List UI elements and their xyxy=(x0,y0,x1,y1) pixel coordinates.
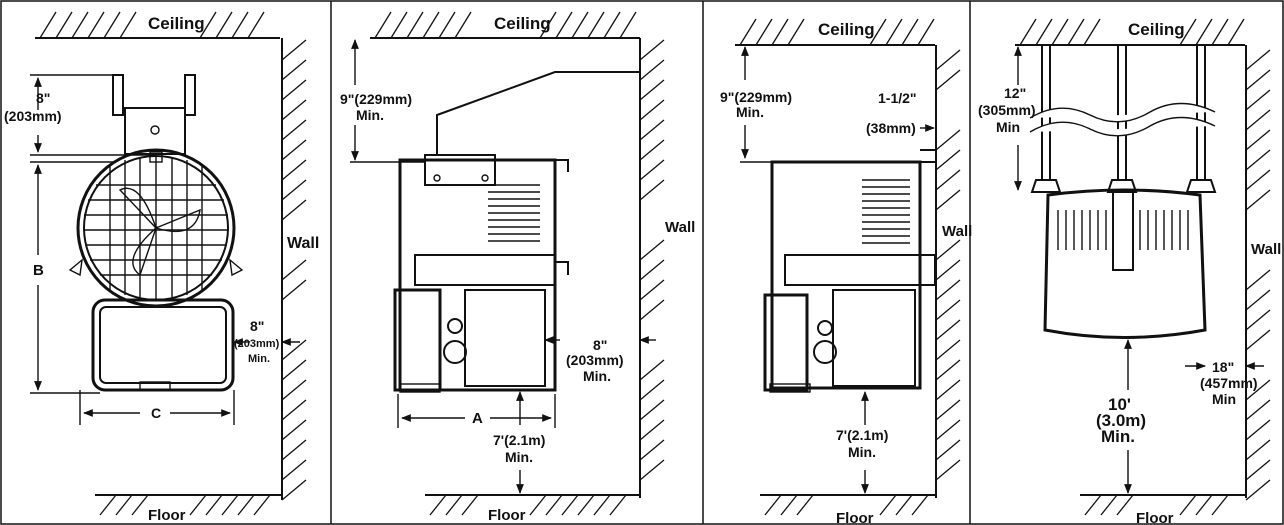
dimensions xyxy=(350,39,656,494)
dimension-b-label: B xyxy=(33,262,44,279)
wall-hatch xyxy=(1245,45,1271,501)
side-clearance-value: 8" xyxy=(593,337,607,353)
dimensions xyxy=(30,74,300,425)
floor-hatch xyxy=(760,494,936,516)
ceiling-hatch xyxy=(370,11,640,39)
ceiling-hatch xyxy=(735,18,935,46)
wall-label: Wall xyxy=(942,223,972,240)
labels: Ceiling Floor Wall 12" (305mm) Min 10' (… xyxy=(978,20,1281,525)
dimensions xyxy=(740,46,935,494)
side-clearance-value: 8" xyxy=(250,318,264,334)
side-clearance-value: 18" xyxy=(1212,359,1234,375)
dimension-c-label: C xyxy=(151,405,161,421)
floor-clearance-value: 7'(2.1m) xyxy=(493,432,545,448)
ceiling-label: Ceiling xyxy=(148,14,205,33)
side-clearance-value: 1-1/2" xyxy=(878,90,917,106)
heater-side xyxy=(763,149,937,393)
floor-clearance-min: Min. xyxy=(848,444,876,460)
wall-label: Wall xyxy=(1251,241,1281,258)
top-clearance-metric: (203mm) xyxy=(4,108,62,124)
floor-clearance-value: 7'(2.1m) xyxy=(836,427,888,443)
heater-front xyxy=(68,74,244,392)
top-clearance-min: Min xyxy=(996,119,1020,135)
side-clearance-metric: (203mm) xyxy=(566,352,624,368)
heater-side xyxy=(393,71,641,393)
labels: Ceiling Floor Wall 9"(229mm) Min. 1-1/2"… xyxy=(720,20,972,525)
wall-label: Wall xyxy=(665,219,695,236)
wall-hatch xyxy=(281,38,307,501)
ceiling-label: Ceiling xyxy=(494,14,551,33)
panel-1-front-view: Ceiling Floor Wall 8" (203mm) B C 8" (20… xyxy=(4,11,319,524)
top-clearance-value: 8" xyxy=(36,90,50,106)
panel-2-side-view: Ceiling Floor Wall 9"(229mm) Min. A 8" (… xyxy=(340,11,695,524)
floor-label: Floor xyxy=(488,507,526,524)
heater-suspended xyxy=(1029,45,1217,339)
top-clearance-min: Min. xyxy=(736,104,764,120)
floor-hatch xyxy=(425,494,640,516)
floor-label: Floor xyxy=(148,507,186,524)
floor-hatch xyxy=(95,494,282,516)
side-clearance-metric: (457mm) xyxy=(1200,375,1258,391)
side-clearance-metric: (203mm) xyxy=(234,338,280,350)
floor-clearance-value: 10' xyxy=(1108,395,1131,414)
floor-clearance-min: Min. xyxy=(1101,427,1135,446)
wall-hatch xyxy=(639,38,665,498)
floor-clearance-metric: (3.0m) xyxy=(1096,411,1146,430)
dimensions xyxy=(1014,46,1264,494)
side-clearance-min: Min. xyxy=(583,368,611,384)
top-clearance-value: 9"(229mm) xyxy=(720,89,792,105)
side-clearance-min: Min. xyxy=(248,353,270,365)
floor-label: Floor xyxy=(1136,510,1174,525)
ceiling-hatch xyxy=(1015,18,1245,46)
side-clearance-min: Min xyxy=(1212,391,1236,407)
top-clearance-value: 9"(229mm) xyxy=(340,91,412,107)
top-clearance-min: Min. xyxy=(356,107,384,123)
top-clearance-metric: (305mm) xyxy=(978,102,1036,118)
floor-label: Floor xyxy=(836,510,874,525)
wall-hatch xyxy=(935,45,961,498)
panel-3-side-view-wall-mount: Ceiling Floor Wall 9"(229mm) Min. 1-1/2"… xyxy=(720,18,972,525)
ceiling-hatch xyxy=(35,11,280,39)
wall-label: Wall xyxy=(287,235,319,252)
labels: Ceiling Floor Wall 8" (203mm) B C 8" (20… xyxy=(4,14,319,524)
dimension-a-label: A xyxy=(472,410,483,427)
floor-hatch xyxy=(1080,494,1246,516)
top-clearance-value: 12" xyxy=(1004,85,1026,101)
floor-clearance-min: Min. xyxy=(505,449,533,465)
panel-4-ceiling-suspended: Ceiling Floor Wall 12" (305mm) Min 10' (… xyxy=(978,18,1281,525)
side-clearance-metric: (38mm) xyxy=(866,120,916,136)
ceiling-label: Ceiling xyxy=(1128,20,1185,39)
ceiling-label: Ceiling xyxy=(818,20,875,39)
labels: Ceiling Floor Wall 9"(229mm) Min. A 8" (… xyxy=(340,14,695,524)
